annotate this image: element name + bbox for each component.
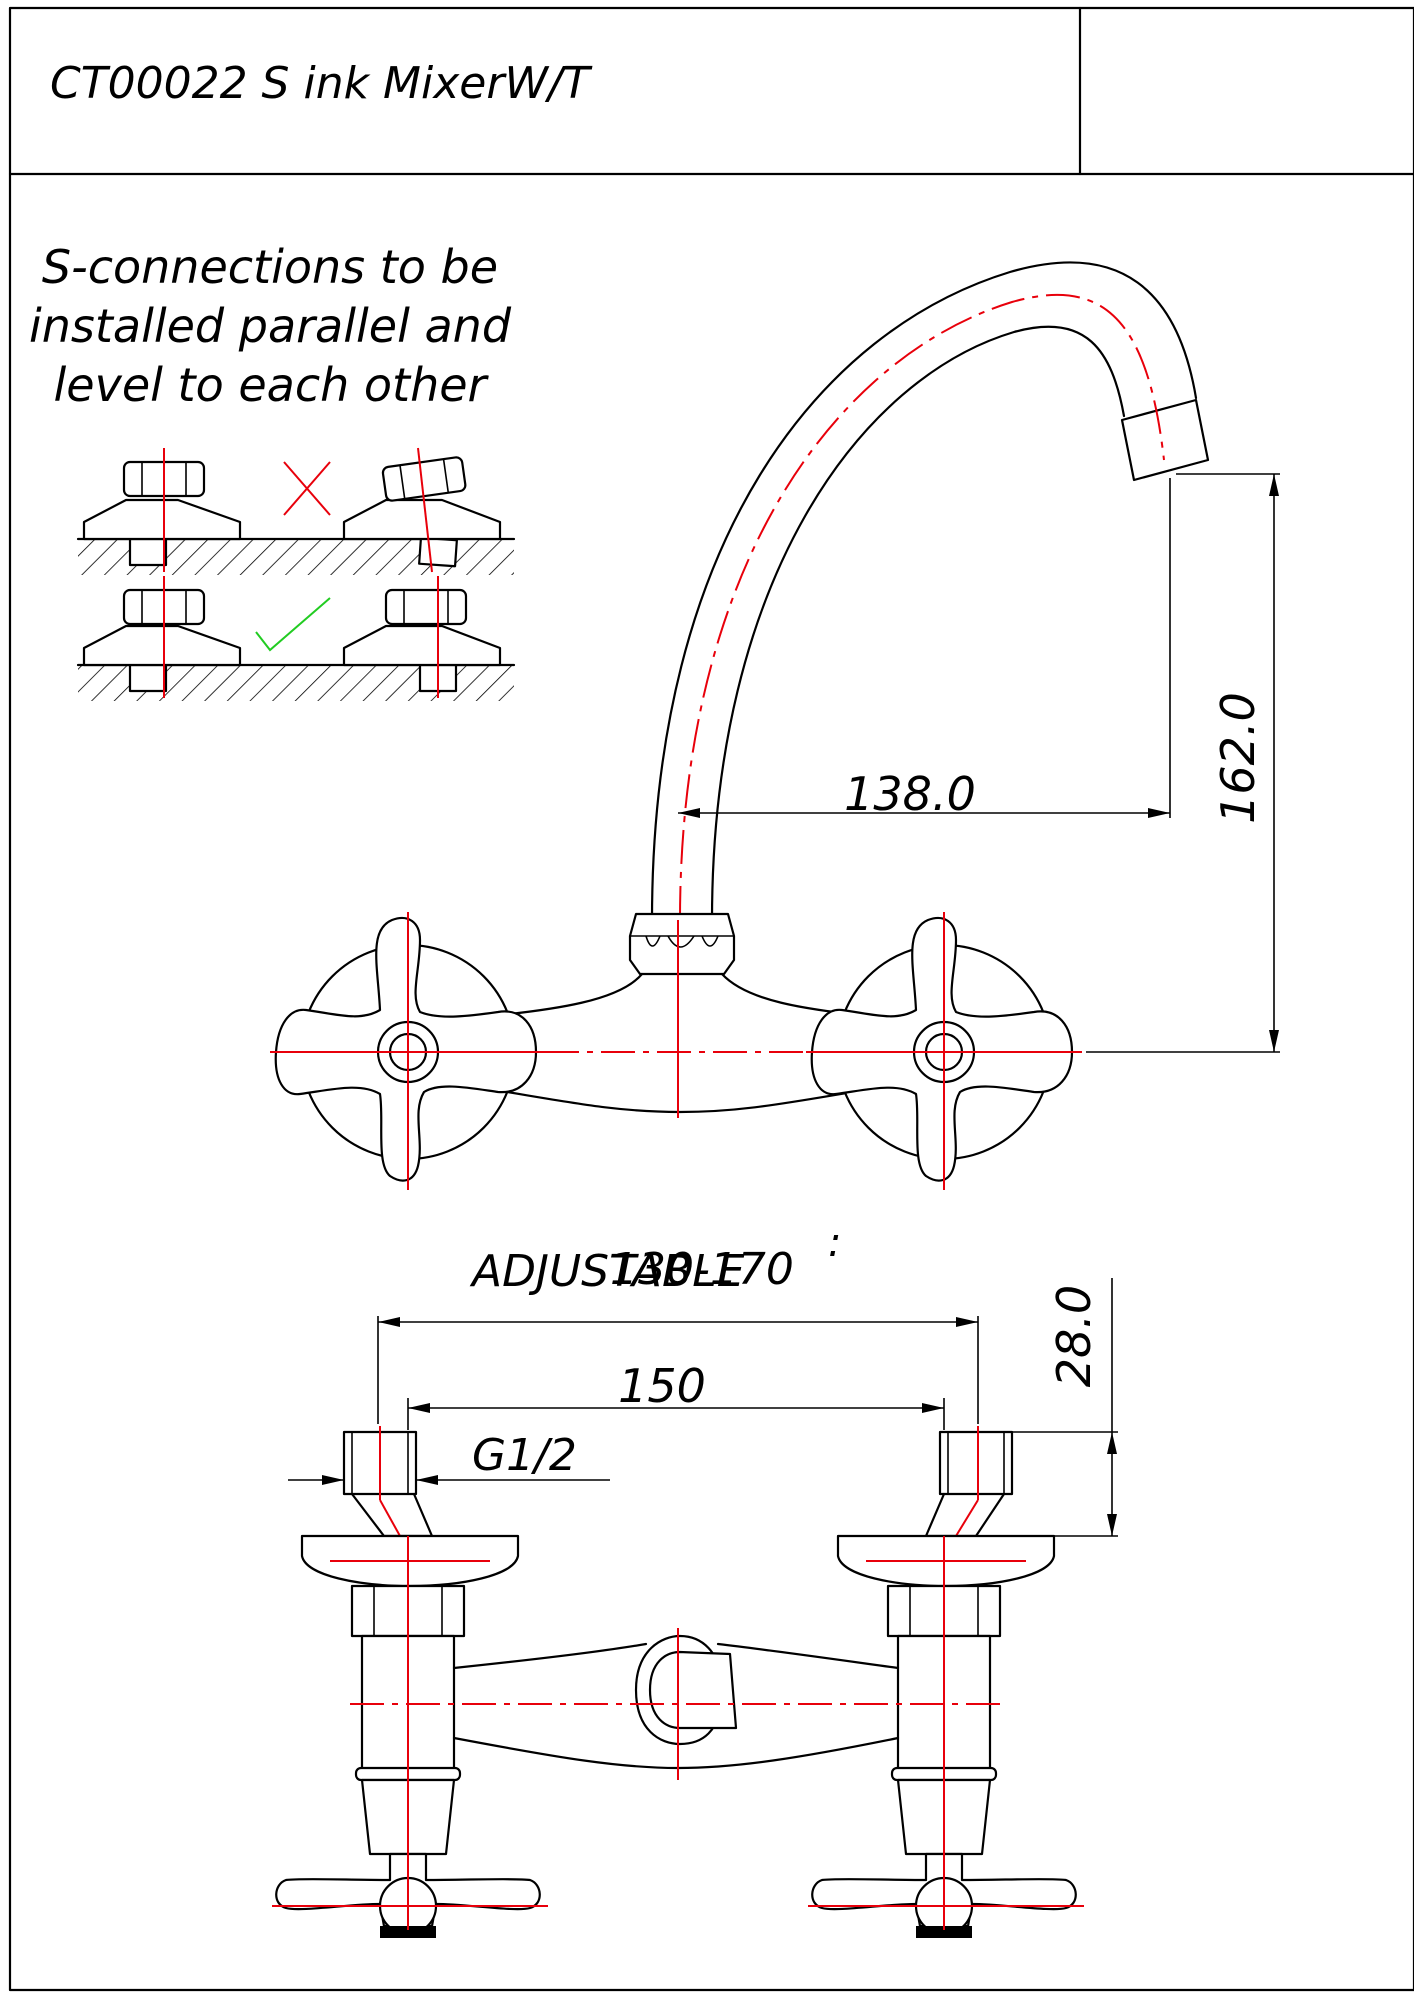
note-line-1: S-connections to be <box>42 240 498 294</box>
mixer-body-top <box>452 1634 900 1770</box>
cross-mark-icon <box>283 461 331 516</box>
connector-bottom-left <box>82 576 242 698</box>
dim-spout-height: 162.0 <box>1086 473 1280 1053</box>
spout-nut <box>628 912 736 976</box>
adjustable-label-group: ADJUSTABLE 130-170 : <box>469 1220 841 1297</box>
dim-inlet-height-value: 28.0 <box>1047 1285 1101 1387</box>
spout <box>650 261 1210 922</box>
connector-top-right <box>342 447 502 573</box>
dim-spout-reach: 138.0 <box>678 478 1171 821</box>
dim-inlet-height: 28.0 <box>1012 1278 1118 1537</box>
dim-centers-value: 150 <box>618 1359 706 1413</box>
right-s-connector <box>924 1426 1014 1538</box>
check-mark-icon <box>255 597 331 652</box>
title-block: CT00022 S ink MixerW/T <box>8 6 1414 1992</box>
dim-spout-height-value: 162.0 <box>1211 692 1265 824</box>
drawing-title: CT00022 S ink MixerW/T <box>50 58 593 109</box>
dim-spout-reach-value: 138.0 <box>844 767 976 821</box>
connector-top-left <box>82 448 242 572</box>
right-handle-front <box>806 912 1082 1190</box>
note-line-3: level to each other <box>54 358 490 412</box>
left-handle-front <box>270 912 545 1190</box>
dim-thread-value: G1/2 <box>472 1430 577 1481</box>
note-line-2: installed parallel and <box>29 299 512 353</box>
connector-bottom-right <box>342 576 502 698</box>
dim-thread: G1/2 <box>288 1430 610 1485</box>
stray-mark: : <box>828 1220 841 1266</box>
dim-adjustable-range <box>377 1316 979 1424</box>
installation-note: S-connections to be installed parallel a… <box>29 240 512 412</box>
adjustable-range: 130-170 <box>610 1244 794 1295</box>
left-s-connector <box>342 1426 434 1538</box>
drawing-border <box>8 6 1414 1992</box>
install-examples <box>76 447 516 701</box>
top-view-centerlines <box>272 1536 1084 1930</box>
dim-centers: 150 <box>407 1359 945 1430</box>
adjustable-label: ADJUSTABLE <box>469 1246 745 1297</box>
